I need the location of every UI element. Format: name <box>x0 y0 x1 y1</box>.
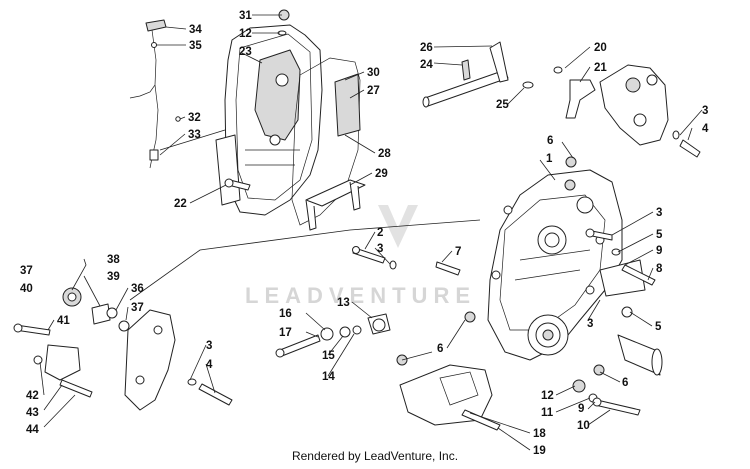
callout-30: 30 <box>367 67 380 79</box>
callout-10: 10 <box>577 420 590 432</box>
callout-9-bottom: 9 <box>578 403 584 415</box>
callout-22: 22 <box>174 198 187 210</box>
callout-39: 39 <box>107 271 120 283</box>
leader-lines <box>39 14 703 451</box>
callout-38: 38 <box>107 254 120 266</box>
callout-18: 18 <box>533 428 546 440</box>
callout-35: 35 <box>189 40 202 52</box>
callout-19: 19 <box>533 445 546 457</box>
brake-lever-assembly <box>129 19 181 169</box>
callout-7: 7 <box>455 246 461 258</box>
callout-5-right-upper: 5 <box>656 229 663 241</box>
callout-4-left: 4 <box>206 359 213 371</box>
callout-44: 44 <box>26 424 39 436</box>
skid-plate <box>399 364 501 431</box>
callout-3-right-lower: 3 <box>587 318 593 330</box>
callout-6-bottom-right: 6 <box>622 377 628 389</box>
callout-37-top: 37 <box>20 265 33 277</box>
watermark: LEADVENTURE <box>245 205 476 308</box>
callout-41: 41 <box>57 315 70 327</box>
watermark-text: LEADVENTURE <box>245 283 476 308</box>
callout-20: 20 <box>594 42 607 54</box>
callout-8: 8 <box>656 263 663 275</box>
callout-32: 32 <box>188 112 201 124</box>
callout-43: 43 <box>26 407 39 419</box>
callout-11: 11 <box>541 407 554 419</box>
callout-4-top-right: 4 <box>702 123 709 135</box>
callout-13: 13 <box>337 297 350 309</box>
callout-14: 14 <box>322 371 335 383</box>
callout-16: 16 <box>279 308 292 320</box>
callout-31: 31 <box>239 10 252 22</box>
callout-34: 34 <box>189 24 202 36</box>
callout-24: 24 <box>420 59 433 71</box>
callout-17: 17 <box>279 327 292 339</box>
callout-23: 23 <box>239 46 252 58</box>
callout-27: 27 <box>367 85 380 97</box>
callout-37-lower: 37 <box>131 302 144 314</box>
callout-40: 40 <box>20 283 33 295</box>
callout-9-right: 9 <box>656 245 662 257</box>
callout-33: 33 <box>188 129 201 141</box>
callout-3-top-right: 3 <box>702 105 708 117</box>
callout-1: 1 <box>546 153 553 165</box>
callout-21: 21 <box>594 62 607 74</box>
center-fasteners <box>275 246 461 358</box>
shift-arm <box>553 64 701 158</box>
callout-26: 26 <box>420 42 433 54</box>
callout-6-center: 6 <box>437 343 443 355</box>
callout-12-bottom: 12 <box>541 390 554 402</box>
footer-credit: Rendered by LeadVenture, Inc. <box>291 449 459 463</box>
right-fasteners <box>396 156 656 416</box>
callout-5-right-lower: 5 <box>655 321 662 333</box>
callout-6-top: 6 <box>547 135 553 147</box>
callout-42: 42 <box>26 390 39 402</box>
callout-28: 28 <box>378 148 391 160</box>
callout-labels: 34 35 31 12 23 30 27 32 33 28 29 22 26 2… <box>20 10 709 457</box>
callout-12: 12 <box>239 28 252 40</box>
callout-2: 2 <box>377 227 383 239</box>
outer-cover <box>215 9 323 216</box>
callout-36: 36 <box>131 283 144 295</box>
left-assembly <box>13 178 251 411</box>
output-shafts <box>599 259 663 376</box>
callout-3-right-upper: 3 <box>656 207 662 219</box>
parts-drawing <box>13 9 701 431</box>
callout-3-center: 3 <box>377 243 383 255</box>
shift-shaft <box>422 41 534 108</box>
bracket <box>305 179 366 231</box>
callout-15: 15 <box>322 350 335 362</box>
callout-3-left: 3 <box>206 340 212 352</box>
main-case <box>487 169 623 361</box>
callout-29: 29 <box>375 168 388 180</box>
callout-25: 25 <box>496 99 509 111</box>
